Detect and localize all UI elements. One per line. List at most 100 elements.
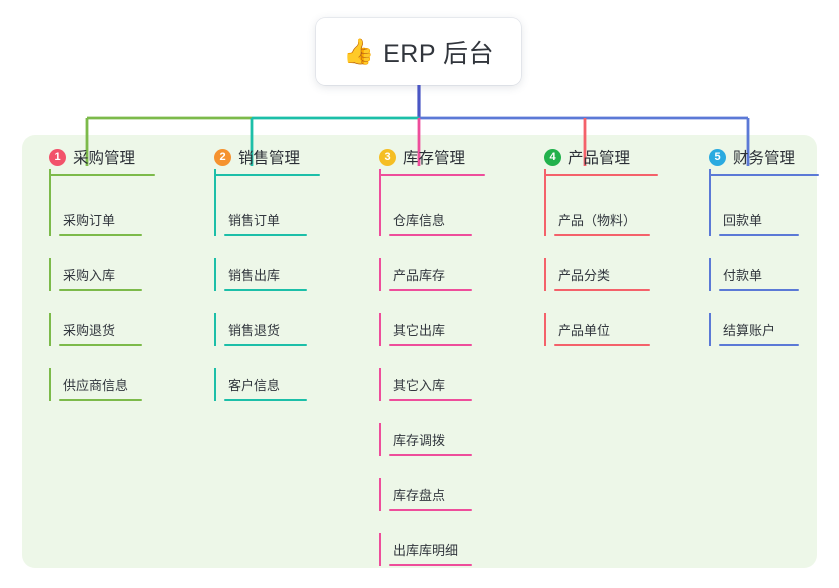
item-label: 采购退货 [63,323,116,338]
item-underline [719,344,799,346]
item-underline [554,289,650,291]
branch-item[interactable]: 采购订单 [38,169,188,258]
branch-item[interactable]: 库存盘点 [368,478,518,533]
item-underline [224,344,307,346]
item-underline [59,234,142,236]
item-underline [554,344,650,346]
branch-items: 产品（物料）产品分类产品单位 [533,169,693,368]
branch-title: 产品管理 [568,150,631,167]
item-underline [224,289,307,291]
item-label: 供应商信息 [63,378,129,393]
root-title: ERP 后台 [383,39,495,68]
item-underline [389,234,472,236]
branch-item[interactable]: 采购退货 [38,313,188,368]
branch-item[interactable]: 产品分类 [533,258,693,313]
branch-underline [709,174,819,177]
branch-item[interactable]: 销售出库 [203,258,353,313]
item-underline [389,509,472,511]
item-connector [379,478,381,511]
branch-title: 财务管理 [733,150,796,167]
item-connector [49,313,51,346]
item-label: 结算账户 [723,323,776,338]
branch-item[interactable]: 付款单 [698,258,830,313]
branch-item[interactable]: 库存调拨 [368,423,518,478]
thumbs-up-icon: 👍 [342,38,375,66]
root-node[interactable]: 👍 ERP 后台 [316,18,521,85]
branch-items: 采购订单采购入库采购退货供应商信息 [38,169,188,423]
item-label: 仓库信息 [393,213,446,228]
branch-underline [379,174,485,177]
item-label: 产品库存 [393,268,446,283]
item-underline [224,399,307,401]
item-underline [59,344,142,346]
branch-underline [49,174,155,177]
branch-item[interactable]: 产品（物料） [533,169,693,258]
item-connector [214,368,216,401]
item-connector [544,258,546,291]
branch-underline [214,174,320,177]
branch-item[interactable]: 其它出库 [368,313,518,368]
branch-item[interactable]: 其它入库 [368,368,518,423]
item-underline [389,289,472,291]
item-connector [709,313,711,346]
branch-item[interactable]: 供应商信息 [38,368,188,423]
branch-items: 回款单付款单结算账户 [698,169,830,368]
branch-item[interactable]: 结算账户 [698,313,830,368]
branches-panel [22,135,817,568]
item-connector [709,169,711,236]
branch-index-badge: 5 [709,148,726,166]
item-label: 库存调拨 [393,433,446,448]
branch-item[interactable]: 销售订单 [203,169,353,258]
branch-item[interactable]: 出库库明细 [368,533,518,588]
item-label: 其它入库 [393,378,446,393]
item-connector [379,313,381,346]
item-connector [544,169,546,236]
item-connector [379,368,381,401]
item-connector [214,169,216,236]
branch-items: 销售订单销售出库销售退货客户信息 [203,169,353,423]
item-label: 出库库明细 [393,543,459,558]
item-connector [49,169,51,236]
item-connector [49,368,51,401]
item-label: 库存盘点 [393,488,446,503]
item-label: 产品单位 [558,323,611,338]
item-connector [709,258,711,291]
branch-item[interactable]: 产品单位 [533,313,693,368]
branch-item[interactable]: 销售退货 [203,313,353,368]
item-connector [379,169,381,236]
item-underline [719,234,799,236]
item-underline [389,564,472,566]
item-connector [214,258,216,291]
branch-item[interactable]: 采购入库 [38,258,188,313]
branch-item[interactable]: 产品库存 [368,258,518,313]
branch-underline [544,174,658,177]
item-underline [719,289,799,291]
item-underline [389,344,472,346]
branch-item[interactable]: 仓库信息 [368,169,518,258]
branch-header[interactable]: 5 财务管理 [698,145,830,169]
item-label: 销售退货 [228,323,281,338]
item-connector [379,533,381,566]
branch-items: 仓库信息产品库存其它出库其它入库库存调拨库存盘点出库库明细 [368,169,518,588]
branch-item[interactable]: 客户信息 [203,368,353,423]
branch-item[interactable]: 回款单 [698,169,830,258]
item-label: 其它出库 [393,323,446,338]
item-underline [554,234,650,236]
branch-index-badge: 1 [49,148,66,166]
item-underline [59,399,142,401]
branch-index-badge: 3 [379,148,396,166]
item-label: 回款单 [723,213,763,228]
item-label: 采购订单 [63,213,116,228]
item-connector [544,313,546,346]
item-connector [379,258,381,291]
item-label: 销售出库 [228,268,281,283]
